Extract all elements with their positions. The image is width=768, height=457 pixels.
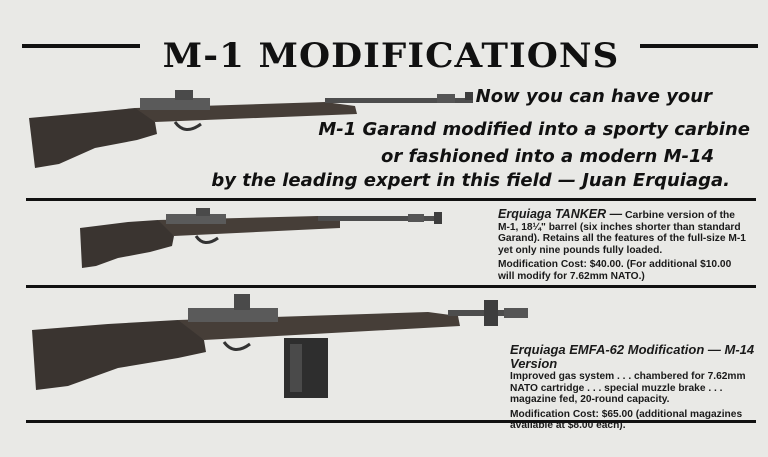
tanker-body: of the M-1, 18¼" barrel (six inches shor… bbox=[498, 210, 746, 256]
emfa62-rifle-image bbox=[32, 294, 528, 398]
emfa62-cost-label: Modification Cost: bbox=[510, 408, 599, 420]
bottom-rule bbox=[26, 420, 756, 423]
tanker-carbine-image bbox=[80, 208, 442, 268]
top-rule-right bbox=[640, 44, 758, 48]
tagline-line-4: by the leading expert in this field — Ju… bbox=[211, 170, 730, 191]
tagline-line-2: M-1 Garand modified into a sporty carbin… bbox=[318, 119, 750, 140]
top-rule-left bbox=[22, 44, 140, 48]
divider-rule-2 bbox=[26, 285, 756, 288]
emfa62-cost-value: $65.00 (additional magazines available a… bbox=[510, 408, 743, 432]
tanker-name: Erquiaga TANKER — bbox=[498, 207, 623, 221]
m1-garand-rifle-image bbox=[29, 90, 473, 168]
tanker-cost-value: $40.00. (For additional $10.00 will modi… bbox=[498, 259, 732, 282]
tagline-line-1: Now you can have your bbox=[475, 86, 712, 107]
tanker-description: Erquiaga TANKER — Carbine version of the… bbox=[498, 207, 746, 282]
emfa62-body: Improved gas system . . . chambered for … bbox=[510, 371, 746, 405]
tanker-subtitle: Carbine version bbox=[624, 209, 705, 221]
divider-rule-1 bbox=[26, 198, 756, 201]
emfa62-description: Erquiaga EMFA-62 Modification — M-14 Ver… bbox=[510, 342, 755, 432]
tanker-cost-label: Modification Cost: bbox=[498, 259, 587, 270]
tagline-line-3: or fashioned into a modern M-14 bbox=[381, 146, 714, 167]
emfa62-name: Erquiaga EMFA-62 Modification — M-14 Ver… bbox=[510, 342, 755, 371]
page-title: M-1 MODIFICATIONS bbox=[162, 36, 620, 76]
